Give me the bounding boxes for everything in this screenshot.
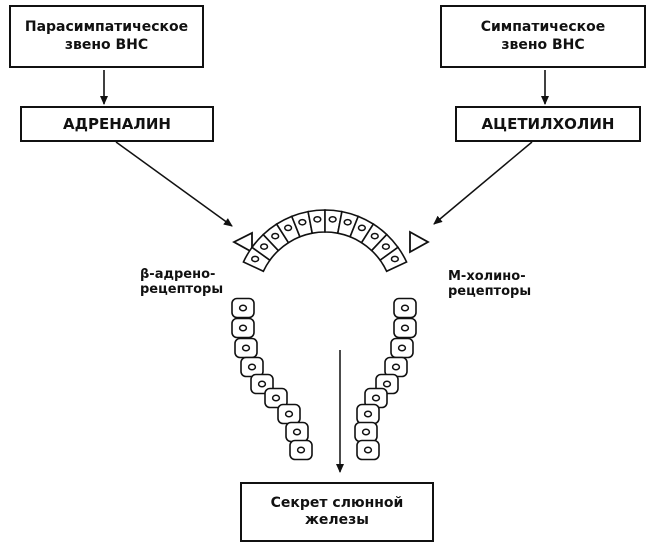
- acetylcholine-box: АЦЕТИЛХОЛИН: [455, 106, 641, 142]
- cell-nucleus: [373, 395, 380, 401]
- sympathetic-line2: звено ВНС: [481, 37, 606, 55]
- cell-nucleus: [259, 381, 266, 387]
- cell-nucleus: [402, 325, 409, 331]
- cell-nucleus: [363, 429, 370, 435]
- m-cholinoreceptor-label: М-холино- рецепторы: [448, 270, 531, 300]
- beta-label-line1: β-адрено-: [140, 268, 223, 283]
- adrenaline-box: АДРЕНАЛИН: [20, 106, 214, 142]
- beta-adrenoreceptor-label: β-адрено- рецепторы: [140, 268, 223, 298]
- adrenaline-label: АДРЕНАЛИН: [63, 115, 171, 134]
- cell-nucleus: [252, 256, 259, 261]
- cell-nucleus: [272, 233, 279, 238]
- cell-nucleus: [399, 345, 406, 351]
- cell-nucleus: [249, 364, 256, 370]
- secretion-line2: железы: [271, 512, 404, 530]
- arrow-acetylcholine-to-receptor: [434, 142, 532, 224]
- m-label-line2: рецепторы: [448, 285, 531, 300]
- cell-nucleus: [384, 381, 391, 387]
- acetylcholine-label: АЦЕТИЛХОЛИН: [482, 115, 615, 134]
- cell-nucleus: [294, 429, 301, 435]
- m-label-line1: М-холино-: [448, 270, 531, 285]
- cell-nucleus: [371, 233, 378, 238]
- cell-nucleus: [365, 411, 372, 417]
- cell-nucleus: [286, 411, 293, 417]
- cell-nucleus: [402, 305, 409, 311]
- cell-nucleus: [243, 345, 250, 351]
- salivary-secretion-box: Секрет слюнной железы: [240, 482, 434, 542]
- cell-nucleus: [273, 395, 280, 401]
- beta-adrenoreceptor-triangle: [234, 233, 252, 252]
- m-cholinoreceptor-triangle: [410, 232, 428, 252]
- cell-nucleus: [329, 217, 336, 222]
- arrow-adrenaline-to-receptor: [116, 142, 232, 226]
- sympathetic-link-box: Симпатическое звено ВНС: [440, 5, 646, 68]
- sympathetic-line1: Симпатическое: [481, 19, 606, 37]
- cell-nucleus: [314, 217, 321, 222]
- cell-nucleus: [365, 447, 372, 453]
- cell-nucleus: [298, 447, 305, 453]
- cell-nucleus: [393, 364, 400, 370]
- cell-nucleus: [240, 325, 247, 331]
- cell-nucleus: [285, 225, 292, 230]
- secretion-line1: Секрет слюнной: [271, 495, 404, 513]
- salivary-gland-acinus: [232, 210, 416, 460]
- cell-nucleus: [261, 244, 268, 249]
- cell-nucleus: [358, 225, 365, 230]
- cell-nucleus: [382, 244, 389, 249]
- parasympathetic-line1: Парасимпатическое: [25, 19, 188, 37]
- cell-nucleus: [299, 220, 306, 225]
- beta-label-line2: рецепторы: [140, 283, 223, 298]
- parasympathetic-line2: звено ВНС: [25, 37, 188, 55]
- parasympathetic-link-box: Парасимпатическое звено ВНС: [9, 5, 204, 68]
- cell-nucleus: [391, 256, 398, 261]
- cell-nucleus: [344, 220, 351, 225]
- cell-nucleus: [240, 305, 247, 311]
